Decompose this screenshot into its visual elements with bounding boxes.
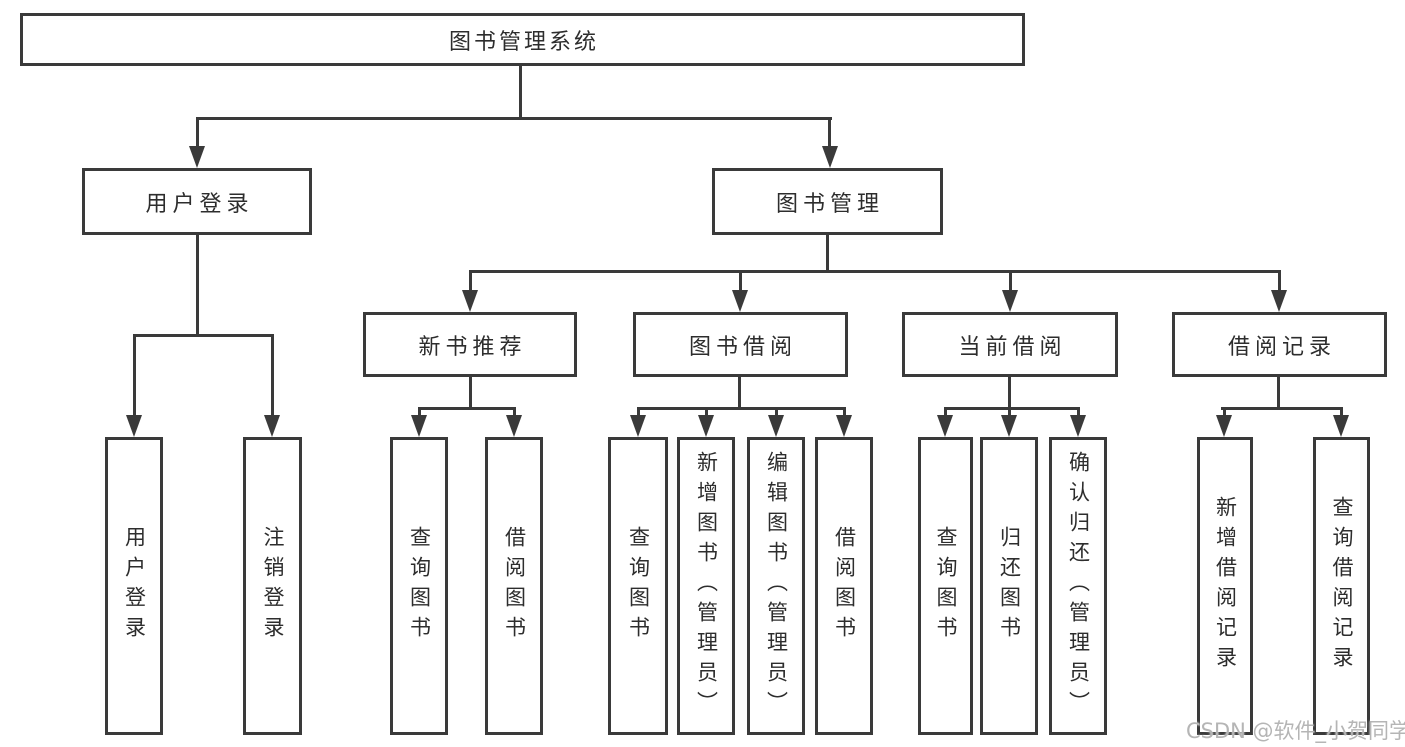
connector-line [826, 233, 829, 272]
leaf-borrow-books-recommend-label: 借阅图书 [502, 526, 527, 646]
node-root: 图书管理系统 [20, 13, 1025, 66]
connector-line [196, 117, 199, 149]
connector-line [133, 334, 136, 418]
connector-line [133, 334, 274, 337]
connector-line [1277, 374, 1280, 409]
arrow-down-icon [1271, 290, 1287, 312]
leaf-add-books-admin: 新增图书（管理员） [677, 437, 735, 735]
watermark-text: CSDN @软件_小贺同学 [1186, 719, 1405, 743]
arrow-down-icon [506, 415, 522, 437]
connector-line [1221, 407, 1343, 410]
arrow-down-icon [462, 290, 478, 312]
node-borrowing-records-label: 借阅记录 [1227, 334, 1336, 360]
node-book-management-label: 图书管理 [775, 191, 884, 217]
arrow-down-icon [126, 415, 142, 437]
connector-line [1008, 407, 1011, 417]
node-new-book-recommendation-label: 新书推荐 [418, 334, 527, 360]
node-book-borrowing-label: 图书借阅 [688, 334, 797, 360]
node-user-login-label: 用户登录 [145, 191, 254, 217]
leaf-query-books-borrowing: 查询图书 [608, 437, 668, 735]
connector-line [469, 270, 1281, 273]
leaf-confirm-return-admin: 确认归还（管理员） [1049, 437, 1107, 735]
leaf-borrow-books-borrowing-label: 借阅图书 [832, 526, 857, 646]
leaf-query-borrow-record: 查询借阅记录 [1313, 437, 1370, 735]
connector-line [1009, 270, 1012, 293]
arrow-down-icon [1070, 415, 1086, 437]
connector-line [196, 117, 832, 120]
node-book-management: 图书管理 [712, 168, 943, 235]
connector-line [418, 407, 516, 410]
connector-line [1077, 407, 1080, 417]
connector-line [519, 64, 522, 119]
arrow-down-icon [411, 415, 427, 437]
arrow-down-icon [698, 415, 714, 437]
leaf-query-books-recommend-label: 查询图书 [407, 526, 432, 646]
connector-line [196, 233, 199, 336]
connector-line [637, 407, 640, 417]
leaf-add-books-admin-label: 新增图书（管理员） [694, 451, 719, 721]
connector-line [705, 407, 708, 417]
arrow-down-icon [630, 415, 646, 437]
leaf-query-borrow-record-label: 查询借阅记录 [1330, 496, 1354, 676]
arrow-down-icon [937, 415, 953, 437]
leaf-user-login: 用户登录 [105, 437, 163, 735]
connector-line [513, 407, 516, 417]
node-current-borrowing: 当前借阅 [902, 312, 1118, 377]
leaf-return-books: 归还图书 [980, 437, 1038, 735]
connector-line [828, 117, 831, 149]
connector-line [1223, 407, 1226, 417]
arrow-down-icon [1216, 415, 1232, 437]
arrow-down-icon [822, 146, 838, 168]
connector-line [775, 407, 778, 417]
node-borrowing-records: 借阅记录 [1172, 312, 1387, 377]
arrow-down-icon [1001, 415, 1017, 437]
node-current-borrowing-label: 当前借阅 [958, 334, 1067, 360]
leaf-borrow-books-recommend: 借阅图书 [485, 437, 543, 735]
connector-line [739, 270, 742, 293]
arrow-down-icon [189, 146, 205, 168]
leaf-query-books-current-label: 查询图书 [934, 526, 958, 646]
node-new-book-recommendation: 新书推荐 [363, 312, 577, 377]
connector-line [271, 334, 274, 418]
connector-line [637, 407, 845, 410]
leaf-query-books-current: 查询图书 [918, 437, 973, 735]
connector-line [469, 270, 472, 293]
leaf-user-login-label: 用户登录 [122, 526, 147, 646]
leaf-edit-books-admin-label: 编辑图书（管理员） [764, 451, 789, 721]
node-user-login: 用户登录 [82, 168, 312, 235]
connector-line [944, 407, 947, 417]
leaf-logout: 注销登录 [243, 437, 302, 735]
leaf-edit-books-admin: 编辑图书（管理员） [747, 437, 805, 735]
leaf-query-books-borrowing-label: 查询图书 [626, 526, 651, 646]
node-book-borrowing: 图书借阅 [633, 312, 848, 377]
leaf-borrow-books-borrowing: 借阅图书 [815, 437, 873, 735]
leaf-add-borrow-record-label: 新增借阅记录 [1213, 496, 1238, 676]
connector-line [1008, 374, 1011, 409]
connector-line [469, 375, 472, 409]
leaf-confirm-return-admin-label: 确认归还（管理员） [1066, 451, 1091, 721]
node-root-label: 图书管理系统 [448, 29, 599, 55]
arrow-down-icon [264, 415, 280, 437]
arrow-down-icon [768, 415, 784, 437]
leaf-return-books-label: 归还图书 [997, 526, 1022, 646]
connector-line [843, 407, 846, 417]
leaf-add-borrow-record: 新增借阅记录 [1197, 437, 1253, 735]
arrow-down-icon [732, 290, 748, 312]
leaf-logout-label: 注销登录 [261, 526, 285, 646]
connector-line [1278, 270, 1281, 293]
connector-line [1340, 407, 1343, 417]
arrow-down-icon [1002, 290, 1018, 312]
connector-line [944, 407, 1079, 410]
leaf-query-books-recommend: 查询图书 [390, 437, 448, 735]
connector-line [738, 374, 741, 409]
arrow-down-icon [1333, 415, 1349, 437]
arrow-down-icon [836, 415, 852, 437]
connector-line [418, 407, 421, 417]
